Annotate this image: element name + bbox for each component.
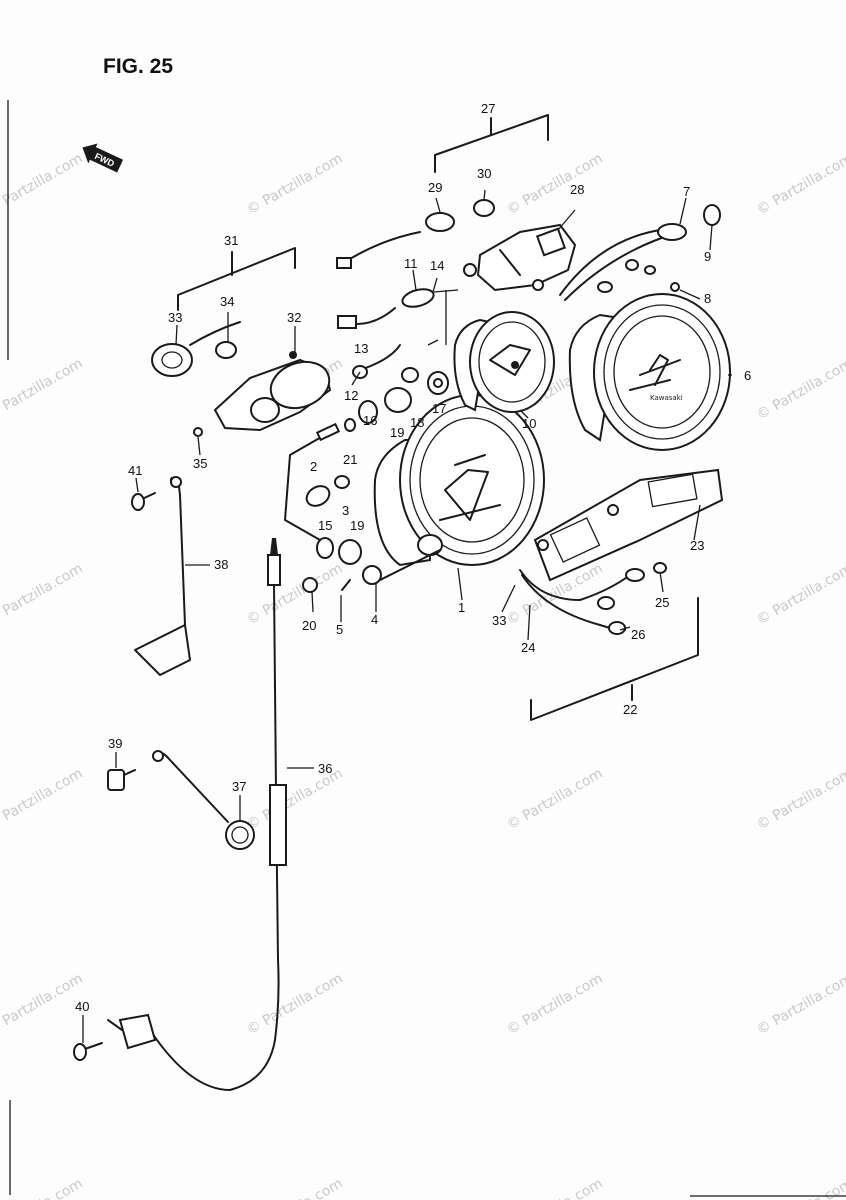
watermark-text-14: © Partzilla.com: [504, 766, 606, 834]
screw-41: [131, 492, 156, 511]
part-label-10: 10: [522, 416, 536, 431]
housing-32: [213, 351, 332, 432]
wire-harness-24: [519, 562, 667, 635]
bracket-31: [177, 247, 296, 311]
part-label-16: 16: [363, 413, 377, 428]
washers-grommets: [302, 371, 449, 593]
part-label-9: 9: [704, 249, 711, 264]
tach-brand-text: Kawasaki: [650, 394, 683, 402]
part-label-1: 1: [458, 600, 465, 615]
part-label-23: 23: [690, 538, 704, 553]
part-label-11: 11: [404, 256, 418, 271]
part-label-20: 20: [302, 618, 316, 633]
bulb-socket-29: [336, 199, 495, 269]
figure-title: FIG. 25: [103, 55, 173, 78]
watermark-text-4: © Partzilla.com: [0, 356, 86, 424]
watermark-text-18: © Partzilla.com: [504, 971, 606, 1039]
part-label-28: 28: [570, 182, 584, 197]
socket-2: [284, 422, 351, 591]
part-label-17: 17: [432, 401, 446, 416]
part-label-13: 13: [354, 341, 368, 356]
part-label-35: 35: [193, 456, 207, 471]
part-label-25: 25: [655, 595, 669, 610]
part-number-labels: 1 2 3 4 5 6 7 8 9 10 11 12 13 14 15 16 1…: [75, 101, 751, 1014]
watermark-text-17: © Partzilla.com: [244, 971, 346, 1039]
watermark-text-2: © Partzilla.com: [504, 151, 606, 219]
part-label-36: 36: [318, 761, 332, 776]
watermark-text-21: © Partzilla.com: [244, 1176, 346, 1200]
speedometer-assembly: [373, 394, 545, 581]
part-label-30: 30: [477, 166, 491, 181]
part-label-39: 39: [108, 736, 122, 751]
speedometer-cable-36: [107, 538, 287, 1091]
bracket-38: [134, 476, 191, 676]
watermark-text-8: © Partzilla.com: [0, 561, 86, 629]
indicator-panel-23: [533, 468, 724, 582]
part-label-33b: 33: [492, 613, 506, 628]
watermark-text-15: © Partzilla.com: [754, 766, 846, 834]
socket-7-harness: [559, 204, 721, 301]
part-label-14: 14: [430, 258, 444, 273]
watermark-text-7: © Partzilla.com: [754, 356, 846, 424]
watermark-text-11: © Partzilla.com: [754, 561, 846, 629]
watermark-text-22: © Partzilla.com: [504, 1176, 606, 1200]
leader-lines: [82, 189, 732, 1043]
part-label-8: 8: [704, 291, 711, 306]
part-label-22: 22: [623, 702, 637, 717]
watermark-text-20: © Partzilla.com: [0, 1176, 86, 1200]
part-label-29: 29: [428, 180, 442, 195]
part-label-21: 21: [343, 452, 357, 467]
watermark-text-19: © Partzilla.com: [754, 971, 846, 1039]
part-label-40: 40: [75, 999, 89, 1014]
fuel-temp-gauge: [453, 311, 555, 413]
part-label-18: 18: [410, 415, 424, 430]
tachometer-assembly: Kawasaki: [568, 293, 731, 451]
part-label-27: 27: [481, 101, 495, 116]
part-label-26: 26: [631, 627, 645, 642]
part-label-34: 34: [220, 294, 234, 309]
part-label-15: 15: [318, 518, 332, 533]
part-label-24: 24: [521, 640, 535, 655]
screw-39: [107, 769, 136, 791]
screw-40: [73, 1042, 103, 1061]
watermark-text-9: © Partzilla.com: [244, 561, 346, 629]
watermark-text-3: © Partzilla.com: [754, 151, 846, 219]
indicator-housing-28: [463, 223, 577, 292]
forward-arrow-icon: FWD: [82, 143, 124, 173]
part-label-2: 2: [310, 459, 317, 474]
socket-33-34: [151, 321, 241, 437]
bracket-27: [434, 114, 549, 173]
watermark-text-1: © Partzilla.com: [244, 151, 346, 219]
watermark-text-12: © Partzilla.com: [0, 766, 86, 834]
part-label-19b: 19: [350, 518, 364, 533]
part-label-33a: 33: [168, 310, 182, 325]
part-label-3: 3: [342, 503, 349, 518]
part-label-5: 5: [336, 622, 343, 637]
part-label-31: 31: [224, 233, 238, 248]
bracket-22: [530, 597, 699, 721]
part-label-4: 4: [371, 612, 378, 627]
watermark-text-16: © Partzilla.com: [0, 971, 86, 1039]
part-label-41: 41: [128, 463, 142, 478]
part-label-6: 6: [744, 368, 751, 383]
part-label-37: 37: [232, 779, 246, 794]
part-label-7: 7: [683, 184, 690, 199]
spring-37: [152, 750, 255, 850]
part-label-32: 32: [287, 310, 301, 325]
part-label-12: 12: [344, 388, 358, 403]
watermark-text-0: © Partzilla.com: [0, 151, 86, 219]
socket-11: [337, 288, 435, 383]
part-label-38: 38: [214, 557, 228, 572]
part-label-19a: 19: [390, 425, 404, 440]
